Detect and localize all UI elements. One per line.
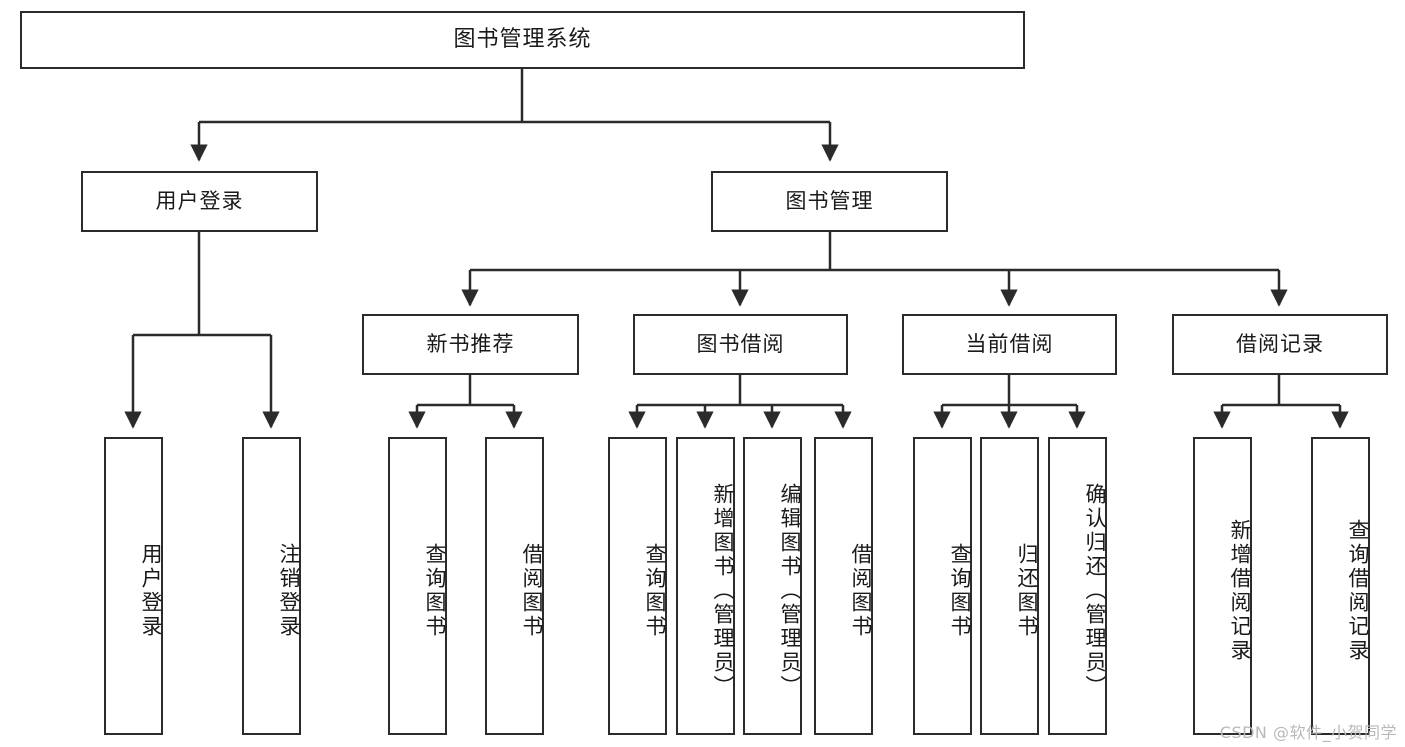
node-label: 归还图书: [1015, 543, 1039, 639]
leaf-add-borrowing-record[interactable]: 新增借阅记录: [1193, 437, 1252, 735]
node-label: 新增借阅记录: [1228, 519, 1252, 663]
node-label: 图书管理: [785, 189, 874, 214]
node-label: 查询图书: [423, 543, 447, 639]
node-label: 编辑图书（管理员）: [778, 483, 802, 699]
node-label: 图书管理系统: [453, 26, 592, 52]
node-label: 新书推荐: [426, 332, 515, 357]
leaf-borrow-book-recommendation[interactable]: 借阅图书: [485, 437, 544, 735]
leaf-edit-book-admin[interactable]: 编辑图书（管理员）: [743, 437, 802, 735]
node-borrowing-records[interactable]: 借阅记录: [1172, 314, 1388, 375]
leaf-borrow-book-borrowing[interactable]: 借阅图书: [814, 437, 873, 735]
leaf-user-login[interactable]: 用户登录: [104, 437, 163, 735]
node-label: 图书借阅: [696, 332, 785, 357]
node-user-login[interactable]: 用户登录: [81, 171, 318, 232]
node-label: 查询借阅记录: [1346, 519, 1370, 663]
leaf-query-book-current[interactable]: 查询图书: [913, 437, 972, 735]
node-label: 查询图书: [948, 543, 972, 639]
leaf-query-borrowing-record[interactable]: 查询借阅记录: [1311, 437, 1370, 735]
node-label: 查询图书: [643, 543, 667, 639]
node-label: 新增图书（管理员）: [711, 483, 735, 699]
node-book-borrowing[interactable]: 图书借阅: [633, 314, 848, 375]
leaf-query-book-borrowing[interactable]: 查询图书: [608, 437, 667, 735]
node-label: 确认归还（管理员）: [1083, 483, 1107, 699]
node-label: 当前借阅: [965, 332, 1054, 357]
node-label: 用户登录: [155, 189, 244, 214]
node-root-book-management-system[interactable]: 图书管理系统: [20, 11, 1025, 69]
leaf-query-book-recommendation[interactable]: 查询图书: [388, 437, 447, 735]
node-label: 借阅图书: [520, 543, 544, 639]
leaf-user-logout[interactable]: 注销登录: [242, 437, 301, 735]
leaf-confirm-return-admin[interactable]: 确认归还（管理员）: [1048, 437, 1107, 735]
node-current-borrowing[interactable]: 当前借阅: [902, 314, 1117, 375]
node-label: 用户登录: [139, 543, 163, 639]
node-label: 注销登录: [277, 543, 301, 639]
leaf-return-book[interactable]: 归还图书: [980, 437, 1039, 735]
leaf-add-book-admin[interactable]: 新增图书（管理员）: [676, 437, 735, 735]
node-label: 借阅图书: [849, 543, 873, 639]
node-book-management[interactable]: 图书管理: [711, 171, 948, 232]
node-label: 借阅记录: [1236, 332, 1324, 357]
node-new-book-recommendation[interactable]: 新书推荐: [362, 314, 579, 375]
